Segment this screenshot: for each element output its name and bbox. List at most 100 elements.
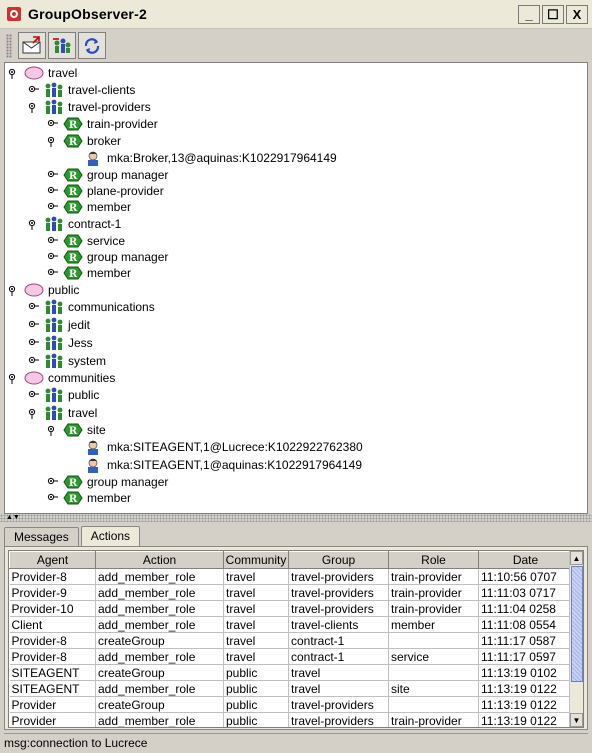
tree-node-label: group manager: [87, 474, 169, 489]
tree-node[interactable]: service: [47, 232, 125, 249]
tree-node[interactable]: mka:SITEAGENT,1@aquinas:K1022917964149: [83, 456, 362, 473]
tree-node[interactable]: travel: [28, 404, 97, 421]
expand-handle-icon[interactable]: [28, 301, 40, 313]
table-row[interactable]: Provider createGroup public travel-provi…: [9, 696, 573, 713]
expand-handle-icon[interactable]: [47, 201, 59, 213]
table-row[interactable]: Provider-8 add_member_role travel travel…: [9, 568, 573, 585]
tree-node[interactable]: group manager: [47, 473, 168, 490]
tree-node[interactable]: jedit: [28, 316, 90, 333]
scroll-thumb[interactable]: [571, 566, 583, 682]
column-header-date[interactable]: Date: [478, 551, 573, 569]
column-header-agent[interactable]: Agent: [9, 551, 96, 569]
tree-node[interactable]: communications: [28, 298, 155, 315]
table-row[interactable]: Provider-8 createGroup travel contract-1…: [9, 632, 573, 649]
table-row[interactable]: Client add_member_role travel travel-cli…: [9, 616, 573, 633]
table-row[interactable]: Provider-9 add_member_role travel travel…: [9, 584, 573, 601]
expand-handle-icon[interactable]: [28, 407, 40, 419]
expand-handle-icon[interactable]: [47, 251, 59, 263]
expand-handle-icon[interactable]: [28, 84, 40, 96]
tree-node-label: Jess: [68, 335, 93, 350]
tree-node[interactable]: member: [47, 198, 131, 215]
column-header-group[interactable]: Group: [288, 551, 389, 569]
minimize-button[interactable]: _: [518, 5, 540, 24]
table-vertical-scrollbar[interactable]: ▲ ▼: [569, 551, 583, 727]
tree-node-label: communications: [68, 299, 155, 314]
split-divider[interactable]: [0, 514, 592, 522]
actions-table-container[interactable]: Agent Action Community Group Role Date P…: [8, 550, 584, 728]
expand-handle-icon[interactable]: [47, 424, 59, 436]
tab-bar: Messages Actions: [4, 526, 142, 547]
tree-node[interactable]: mka:Broker,13@aquinas:K1022917964149: [83, 149, 337, 166]
column-header-action[interactable]: Action: [95, 551, 224, 569]
cell-date: 11:11:17 0597: [478, 648, 573, 665]
expand-handle-icon[interactable]: [47, 169, 59, 181]
tree-node[interactable]: mka:SITEAGENT,1@Lucrece:K1022922762380: [83, 438, 363, 455]
send-message-button[interactable]: [18, 32, 46, 59]
expand-handle-icon[interactable]: [28, 389, 40, 401]
table-row[interactable]: Provider-10 add_member_role travel trave…: [9, 600, 573, 617]
tree-node[interactable]: broker: [47, 132, 121, 149]
cell-role: site: [388, 680, 479, 697]
table-row[interactable]: SITEAGENT add_member_role public travel …: [9, 680, 573, 697]
expand-handle-icon[interactable]: [28, 101, 40, 113]
add-group-button[interactable]: [48, 32, 76, 59]
expand-handle-icon[interactable]: [47, 185, 59, 197]
expand-handle-icon[interactable]: [47, 135, 59, 147]
table-row[interactable]: Provider add_member_role public travel-p…: [9, 712, 573, 727]
expand-handle-icon[interactable]: [8, 67, 20, 79]
expand-handle-icon[interactable]: [28, 337, 40, 349]
tree-node[interactable]: group manager: [47, 166, 168, 183]
tree-node[interactable]: system: [28, 352, 106, 369]
toolbar-grip[interactable]: [6, 33, 12, 58]
group-icon: [45, 387, 63, 402]
cell-date: 11:11:04 0258: [478, 600, 573, 617]
tree-node[interactable]: public: [28, 386, 99, 403]
expand-handle-icon[interactable]: [28, 355, 40, 367]
expand-handle-icon[interactable]: [28, 319, 40, 331]
maximize-button[interactable]: ☐: [542, 5, 564, 24]
expand-handle-icon[interactable]: [47, 118, 59, 130]
tree-node[interactable]: member: [47, 489, 131, 506]
expand-handle-icon[interactable]: [28, 218, 40, 230]
tree-node[interactable]: member: [47, 264, 131, 281]
cell-agent: SITEAGENT: [9, 664, 96, 681]
expand-handle-icon[interactable]: [8, 372, 20, 384]
tree-node[interactable]: public: [8, 281, 79, 298]
tree-node[interactable]: travel: [8, 64, 77, 81]
expand-handle-icon[interactable]: [47, 267, 59, 279]
tree-node[interactable]: Jess: [28, 334, 93, 351]
role-icon: [63, 475, 83, 489]
table-row[interactable]: SITEAGENT createGroup public travel 11:1…: [9, 664, 573, 681]
expand-handle-icon[interactable]: [8, 284, 20, 296]
tree-node[interactable]: travel-clients: [28, 81, 135, 98]
tree-node[interactable]: plane-provider: [47, 182, 164, 199]
refresh-button[interactable]: [78, 32, 106, 59]
split-arrows[interactable]: ▲▼: [6, 514, 20, 521]
tree-node[interactable]: group manager: [47, 248, 168, 265]
tab-messages[interactable]: Messages: [4, 527, 79, 547]
tab-actions[interactable]: Actions: [80, 526, 141, 546]
app-icon: [7, 7, 21, 21]
tree-node[interactable]: communities: [8, 369, 115, 386]
expand-handle-icon[interactable]: [47, 476, 59, 488]
scroll-up-button[interactable]: ▲: [570, 551, 583, 565]
cell-action: add_member_role: [95, 568, 224, 585]
tree-node-label: public: [68, 387, 100, 402]
group-tree[interactable]: R travel travel-clien: [4, 62, 588, 514]
column-header-role[interactable]: Role: [388, 551, 479, 569]
cell-action: createGroup: [95, 696, 224, 713]
scroll-down-button[interactable]: ▼: [570, 713, 583, 727]
tree-node[interactable]: site: [47, 421, 106, 438]
table-row[interactable]: Provider-8 add_member_role travel contra…: [9, 648, 573, 665]
tree-node-label: jedit: [68, 317, 91, 332]
tree-node[interactable]: contract-1: [28, 215, 121, 232]
column-header-community[interactable]: Community: [223, 551, 289, 569]
group-icon: [45, 299, 63, 314]
close-button[interactable]: X: [566, 5, 588, 24]
tree-node[interactable]: travel-providers: [28, 98, 151, 115]
group-icon: [45, 216, 63, 231]
expand-handle-icon[interactable]: [47, 492, 59, 504]
tree-node-label: mka:Broker,13@aquinas:K1022917964149: [107, 150, 337, 165]
expand-handle-icon[interactable]: [47, 235, 59, 247]
tree-node[interactable]: train-provider: [47, 115, 158, 132]
